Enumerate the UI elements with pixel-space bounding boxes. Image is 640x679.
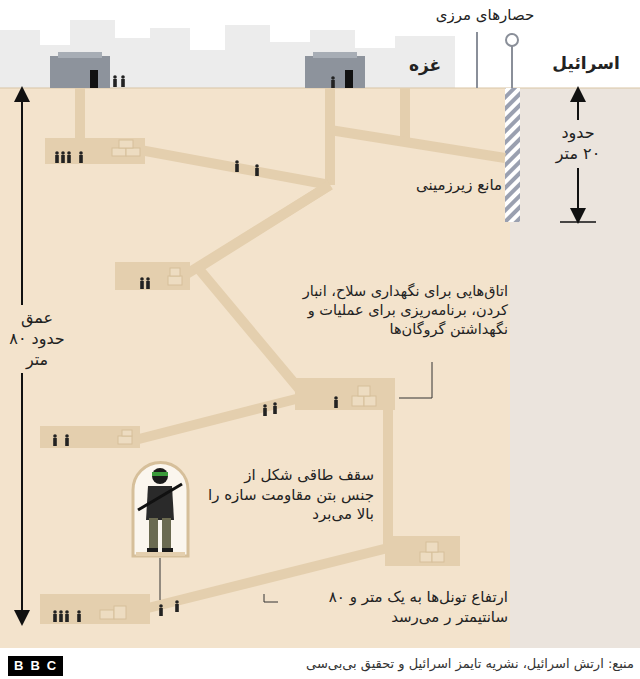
height-note: ارتفاع تونل‌ها به یک متر و ۸۰ سانتیمتر ر… xyxy=(282,588,508,627)
source-caption: منبع: ارتش اسرائیل، نشریه تایمز اسرائیل … xyxy=(150,656,634,673)
arch-note: سقف طاقی شکل از جنس بتن مقاومت سازه را ب… xyxy=(208,466,374,525)
brand-logo: BBC xyxy=(8,656,63,676)
dimension-label: عمق حدود ۸۰ متر xyxy=(4,305,70,373)
barrier-label: مانع زیرزمینی xyxy=(378,176,502,196)
rooms-note: اتاق‌هایی برای نگهداری سلاح، انبار کردن،… xyxy=(266,282,508,339)
dimension-label: حدود ۲۰ متر xyxy=(552,120,604,168)
region-label: غزه xyxy=(392,54,458,76)
region-label: اسرائیل xyxy=(538,52,634,74)
fence-label: حصارهای مرزی xyxy=(418,6,552,26)
